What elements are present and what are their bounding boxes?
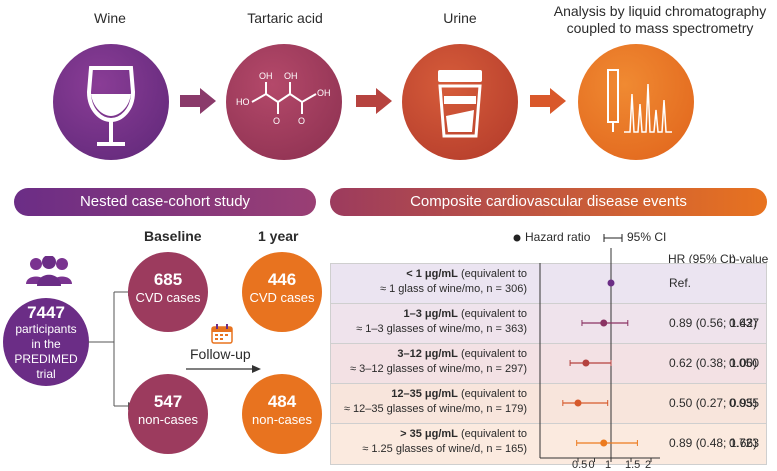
analysis-circle [578, 44, 694, 160]
one-year-cvd-cases-count: 446 [267, 270, 297, 289]
hazard-ratio-point [607, 279, 615, 287]
row-hr-text: Ref. [669, 276, 692, 290]
tartaric-oh-top-left: OH [259, 71, 273, 81]
urine-cup-icon [438, 70, 482, 138]
follow-up-arrow-icon [186, 365, 261, 373]
tartaric-oh-top-right: OH [284, 71, 298, 81]
step-label-wine: Wine [94, 10, 126, 26]
baseline-non-cases-label: non-cases [138, 412, 198, 427]
row-label: 1–3 μg/mL (equivalent to≈ 1–3 glasses of… [356, 308, 527, 335]
axis-tick-label: 0 [588, 459, 595, 471]
row-label: < 1 μg/mL (equivalent to≈ 1 glass of win… [380, 268, 527, 295]
baseline-non-cases-count: 547 [153, 392, 183, 411]
pvalue-column-header: p-value [729, 252, 769, 266]
people-group-icon [26, 256, 72, 286]
axis-tick-label: 0.5 [572, 459, 588, 471]
exposure-row-2: 1–3 μg/mL (equivalent to≈ 1–3 glasses of… [330, 303, 767, 345]
chromatography-icon [607, 69, 672, 133]
nested-case-cohort-banner: Nested case-cohort study [14, 188, 316, 216]
tartaric-acid-circle: OH OH O O HO OH [226, 44, 342, 160]
baseline-cvd-cases-label: CVD cases [135, 290, 201, 305]
tartaric-o-right: O [298, 116, 305, 126]
hazard-ratio-point [600, 439, 608, 447]
axis-tick-label: 1 [605, 459, 612, 471]
row-label: 3–12 μg/mL (equivalent to≈ 3–12 glasses … [350, 348, 527, 375]
ci-legend-label: 95% CI [627, 230, 667, 244]
one-year-non-cases-bubble: 484 non-cases [242, 374, 322, 454]
wine-glass-icon [86, 66, 136, 146]
arrow-icon [530, 88, 566, 114]
one-year-cvd-cases-label: CVD cases [249, 290, 315, 305]
one-year-cvd-cases-bubble: 446 CVD cases [242, 252, 322, 332]
tartaric-o-left: O [273, 116, 280, 126]
hazard-ratio-point [600, 319, 608, 327]
arrow-icon [180, 88, 216, 114]
cohort-line3: PREDIMED [14, 352, 78, 366]
one-year-non-cases-count: 484 [267, 392, 297, 411]
cohort-line2: in the [31, 337, 61, 351]
urine-circle [402, 44, 518, 160]
step-label-tartaric-acid: Tartaric acid [247, 10, 323, 26]
row-hr-text: 0.89 (0.56; 1.42) [669, 316, 758, 330]
tartaric-ho-left: HO [236, 97, 250, 107]
one-year-non-cases-label: non-cases [252, 412, 312, 427]
row-pvalue: 0.035 [729, 396, 760, 410]
cohort-bubble: 7447 participants in the PREDIMED trial [3, 298, 89, 386]
cohort-count: 7447 [27, 303, 65, 322]
row-label: > 35 μg/mL (equivalent to≈ 1.25 glasses … [362, 428, 527, 455]
baseline-label: Baseline [144, 228, 202, 244]
baseline-non-cases-bubble: 547 non-cases [128, 374, 208, 454]
hr-column-header: HR (95% CI) [668, 252, 737, 266]
cohort-line1: participants [15, 322, 77, 336]
row-hr-text: 0.62 (0.38; 1.00) [669, 356, 758, 370]
row-hr-text: 0.89 (0.48; 1.66) [669, 436, 758, 450]
cvd-events-banner: Composite cardiovascular disease events [330, 188, 767, 216]
exposure-row-1: < 1 μg/mL (equivalent to≈ 1 glass of win… [330, 263, 767, 305]
exposure-row-5: > 35 μg/mL (equivalent to≈ 1.25 glasses … [330, 423, 767, 465]
axis-tick-label: 2 [645, 459, 652, 471]
row-pvalue: 0.723 [729, 436, 760, 450]
hazard-ratio-legend-label: Hazard ratio [525, 230, 591, 244]
step-label-urine: Urine [443, 10, 477, 26]
row-label: 12–35 μg/mL (equivalent to≈ 12–35 glasse… [343, 388, 527, 415]
calendar-icon [211, 324, 233, 344]
row-pvalue: 0.637 [729, 316, 760, 330]
follow-up-label: Follow-up [190, 346, 251, 362]
baseline-cvd-cases-bubble: 685 CVD cases [128, 252, 208, 332]
ci-legend-icon [603, 234, 623, 242]
arrow-icon [356, 88, 392, 114]
hazard-ratio-legend-dot [513, 234, 521, 242]
row-hr-text: 0.50 (0.27; 0.95) [669, 396, 758, 410]
one-year-label: 1 year [258, 228, 299, 244]
step-label-analysis: Analysis by liquid chromatography couple… [553, 3, 767, 36]
axis-tick-label: 1.5 [625, 459, 641, 471]
tartaric-acid-structure-icon: OH OH O O HO OH [236, 71, 331, 126]
wine-circle [53, 44, 169, 160]
row-pvalue: 0.050 [729, 356, 760, 370]
hazard-ratio-point [574, 399, 582, 407]
hazard-ratio-point [582, 359, 590, 367]
cohort-line4: trial [36, 367, 56, 381]
tartaric-oh-right: OH [317, 88, 331, 98]
baseline-cvd-cases-count: 685 [153, 270, 183, 289]
